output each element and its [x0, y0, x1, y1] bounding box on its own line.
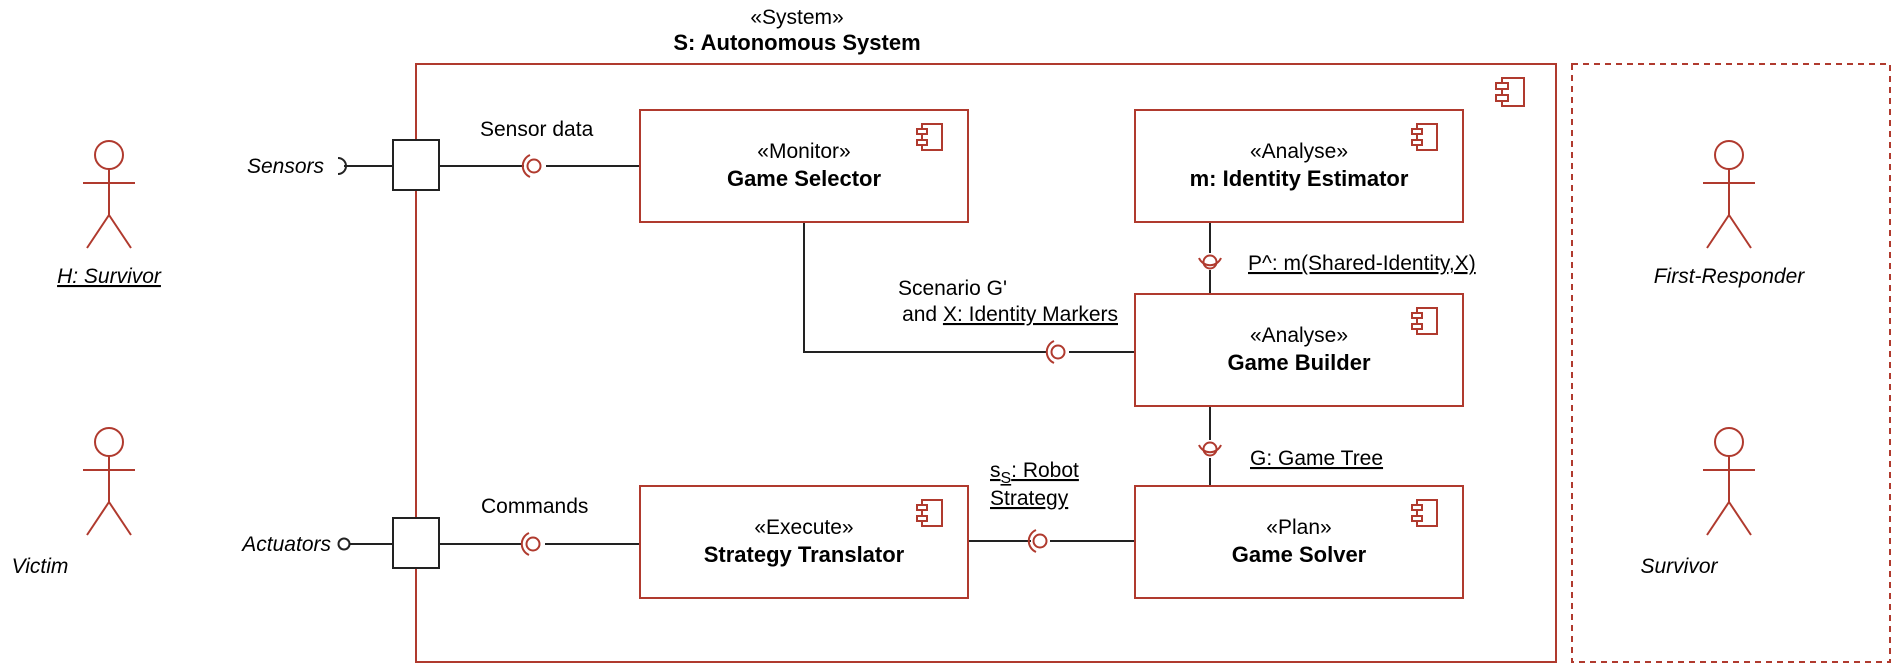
strategy-translator-name: Strategy Translator: [704, 542, 905, 567]
actuators-label: Actuators: [240, 533, 331, 556]
game-tree-label: G: Game Tree: [1250, 447, 1383, 470]
game-builder-stereotype: «Analyse»: [1250, 324, 1348, 347]
component-identity-estimator: «Analyse» m: Identity Estimator: [1134, 109, 1464, 223]
component-game-builder: «Analyse» Game Builder: [1134, 293, 1464, 407]
game-tree-interface: [1198, 441, 1222, 457]
component-game-solver: «Plan» Game Solver: [1134, 485, 1464, 599]
component-icon: [916, 123, 943, 151]
scenario-label-line2: and X: Identity Markers: [902, 303, 1118, 326]
game-selector-stereotype: «Monitor»: [757, 140, 850, 163]
identity-estimator-name: m: Identity Estimator: [1190, 166, 1409, 191]
actor-h-survivor-icon: [83, 140, 135, 249]
game-builder-name: Game Builder: [1227, 350, 1370, 375]
system-boundary: [415, 63, 1557, 663]
component-strategy-translator: «Execute» Strategy Translator: [639, 485, 969, 599]
component-game-selector: «Monitor» Game Selector: [639, 109, 969, 223]
strategy-interface: [1027, 529, 1048, 553]
sensor-data-interface: [521, 154, 542, 178]
component-icon: [1411, 123, 1438, 151]
sensors-port: [392, 139, 440, 191]
actuators-provided-ball: [337, 537, 351, 551]
estimate-interface: [1198, 254, 1222, 270]
strategy-subscript: S: [1001, 470, 1012, 487]
scenario-label-line1: Scenario G': [898, 277, 1007, 300]
game-solver-stereotype: «Plan»: [1266, 516, 1331, 539]
actor-survivor-label: Survivor: [1640, 555, 1718, 578]
strategy-rest: : Robot: [1011, 459, 1079, 482]
strategy-label-line1: sS: Robot: [990, 459, 1079, 487]
scenario-and: and: [902, 303, 943, 326]
system-name: S: Autonomous System: [673, 30, 920, 55]
external-boundary: [1571, 63, 1891, 663]
identity-markers-label: X: Identity Markers: [943, 303, 1118, 326]
game-selector-name: Game Selector: [727, 166, 882, 191]
p-estimate-label: P^: m(Shared-Identity,X): [1248, 252, 1476, 275]
actor-victim-icon: [83, 427, 135, 536]
actor-victim-label: Victim: [12, 555, 69, 578]
strategy-s: s: [990, 459, 1001, 482]
actuators-port: [392, 517, 440, 569]
component-icon: [916, 499, 943, 527]
scenario-interface: [1045, 340, 1066, 364]
identity-estimator-stereotype: «Analyse»: [1250, 140, 1348, 163]
actor-first-responder-icon: [1703, 140, 1755, 249]
actor-h-survivor-label: H: Survivor: [57, 265, 162, 288]
actor-first-responder-label: First-Responder: [1654, 265, 1806, 288]
component-icon: [1411, 307, 1438, 335]
commands-label: Commands: [481, 495, 588, 518]
actor-survivor-icon: [1703, 427, 1755, 536]
strategy-translator-stereotype: «Execute»: [754, 516, 853, 539]
component-icon: [1411, 499, 1438, 527]
sensor-data-label: Sensor data: [480, 118, 594, 141]
game-solver-name: Game Solver: [1232, 542, 1367, 567]
strategy-label-line2: Strategy: [990, 487, 1069, 510]
system-component-icon: [1495, 77, 1525, 107]
system-stereotype: «System»: [750, 6, 843, 29]
sensors-label: Sensors: [247, 155, 325, 178]
sensors-required-socket: [337, 157, 347, 175]
commands-interface: [520, 532, 541, 556]
